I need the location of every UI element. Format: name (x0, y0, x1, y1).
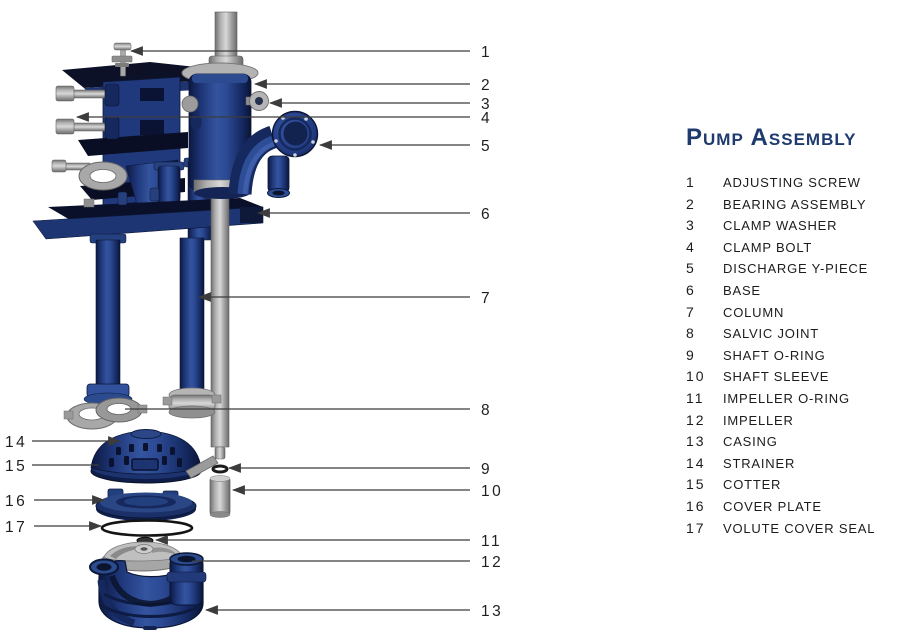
part-impeller (101, 541, 185, 572)
legend-item-number: 8 (686, 325, 696, 342)
callout-number-16: 16 (5, 493, 27, 510)
part-shaft-sleeve (209, 475, 231, 518)
legend-item-label: COVER PLATE (723, 498, 822, 514)
legend-item: 17 VOLUTE COVER SEAL (686, 518, 904, 540)
callout-number-10: 10 (481, 483, 503, 500)
callout-number-17: 17 (5, 519, 27, 536)
legend-item-label: SHAFT O-RING (723, 347, 826, 363)
part-strainer (90, 429, 202, 484)
legend-item-label: SALVIC JOINT (723, 326, 820, 342)
part-clamp-washer (245, 91, 269, 111)
legend-item-label: ADJUSTING SCREW (723, 175, 861, 190)
part-cover-plate (95, 488, 197, 521)
callout-numbers: 1 2 3 4 5 6 7 8 9 10 11 12 13 14 15 16 1… (5, 44, 503, 620)
part-base (32, 185, 264, 240)
callout-number-13: 13 (481, 603, 503, 620)
legend-item-label: BASE (723, 282, 761, 298)
callout-number-9: 9 (481, 461, 492, 478)
legend-item-label: COTTER (723, 477, 782, 493)
legend-item: 7 COLUMN (686, 302, 904, 324)
callout-number-7: 7 (481, 290, 492, 307)
part-cotter (185, 455, 219, 479)
legend-item-label: SHAFT SLEEVE (723, 369, 830, 385)
legend-item-label: DISCHARGE Y-PIECE (723, 261, 869, 277)
legend-item: 9 SHAFT O-RING (686, 345, 904, 367)
legend-item-label: CLAMP WASHER (723, 218, 838, 234)
callout-number-6: 6 (481, 206, 492, 223)
legend-item: 12 IMPELLER (686, 410, 904, 432)
part-shaft-o-ring (211, 464, 229, 474)
legend-item-number: 15 (686, 476, 706, 493)
legend-item-number: 13 (686, 433, 706, 450)
legend-item-label: IMPELLER O-RING (723, 390, 850, 406)
legend-item: 16 COVER PLATE (686, 496, 904, 518)
legend-item-number: 3 (686, 217, 696, 234)
legend-title: Pump Assembly (686, 124, 857, 151)
legend-item: 4 CLAMP BOLT (686, 237, 904, 259)
callout-number-2: 2 (481, 77, 492, 94)
callout-number-3: 3 (481, 96, 492, 113)
legend-item-number: 9 (686, 346, 696, 363)
legend-item-number: 5 (686, 260, 696, 277)
legend-item: 14 STRAINER (686, 453, 904, 475)
legend-item: 11 IMPELLER O-RING (686, 388, 904, 410)
legend-item-number: 4 (686, 238, 696, 255)
legend-item: 15 COTTER (686, 474, 904, 496)
legend-item-number: 17 (686, 519, 706, 536)
callout-lines (32, 46, 470, 615)
part-shaft (210, 184, 230, 460)
legend-item-number: 10 (686, 368, 706, 385)
part-column (83, 233, 205, 406)
callout-number-5: 5 (481, 138, 492, 155)
legend-item: 10 SHAFT SLEEVE (686, 366, 904, 388)
callout-number-12: 12 (481, 554, 503, 571)
legend-item: 5 DISCHARGE Y-PIECE (686, 258, 904, 280)
part-adjusting-screw (111, 42, 133, 77)
legend-item-label: CASING (723, 434, 778, 450)
legend-item: 13 CASING (686, 431, 904, 453)
legend-item-number: 1 (686, 174, 696, 190)
legend-item: 3 CLAMP WASHER (686, 215, 904, 237)
legend-item-number: 7 (686, 303, 696, 320)
legend-item-label: IMPELLER (723, 412, 794, 428)
part-clamp-bolt (55, 83, 120, 140)
parts-legend: Pump Assembly 1 ADJUSTING SCREW 2 BEARING … (686, 124, 904, 539)
legend-item-label: COLUMN (723, 304, 785, 320)
legend-item: 2 BEARING ASSEMBLY (686, 194, 904, 216)
legend-item-number: 2 (686, 195, 696, 212)
legend-item: 6 BASE (686, 280, 904, 302)
callout-number-4: 4 (481, 110, 492, 127)
callout-number-11: 11 (481, 533, 502, 550)
pump-diagram: 1 2 3 4 5 6 7 8 9 10 11 12 13 14 15 16 1… (5, 11, 503, 630)
legend-item-label: STRAINER (723, 455, 796, 471)
callout-number-15: 15 (5, 458, 27, 475)
legend-item-number: 14 (686, 454, 706, 471)
legend-item: 1 ADJUSTING SCREW (686, 172, 904, 194)
legend-item-label: CLAMP BOLT (723, 239, 813, 255)
part-casing (89, 552, 207, 630)
callout-number-8: 8 (481, 402, 492, 419)
legend-item: 8 SALVIC JOINT (686, 323, 904, 345)
part-discharge-y-piece (228, 110, 319, 198)
part-volute-cover-seal (100, 519, 194, 537)
callout-number-14: 14 (5, 434, 27, 451)
legend-item-number: 12 (686, 411, 706, 428)
legend-item-label: BEARING ASSEMBLY (723, 196, 867, 212)
legend-item-number: 16 (686, 497, 706, 514)
legend-item-number: 11 (686, 389, 705, 406)
callout-number-1: 1 (481, 44, 492, 61)
legend-item-label: VOLUTE COVER SEAL (723, 520, 876, 536)
legend-item-number: 6 (686, 281, 696, 298)
